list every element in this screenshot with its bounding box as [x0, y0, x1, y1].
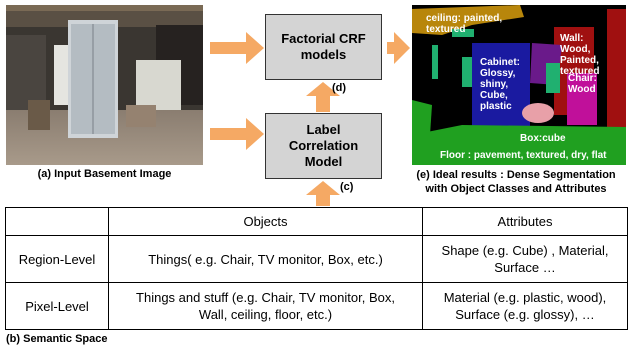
cabinet-region: [472, 43, 530, 139]
wall-region-right: [607, 9, 626, 129]
table-row-region-level: Region-Level Things( e.g. Chair, TV moni…: [5, 235, 628, 283]
floor-label: Floor : pavement, textured, dry, flat: [440, 150, 607, 161]
lcm-label: Label Correlation Model: [288, 122, 359, 169]
arrow-crf-to-result: [387, 32, 410, 64]
label-correlation-model-box: Label Correlation Model: [265, 113, 382, 179]
wall-label: Wall: Wood, Painted, textured: [560, 33, 600, 77]
region-level-objects: Things( e.g. Chair, TV monitor, Box, etc…: [108, 235, 423, 283]
floor-left: [412, 100, 432, 139]
semantic-space-table: Objects Attributes Region-Level Things( …: [5, 207, 628, 330]
factorial-crf-models-box: Factorial CRF models: [265, 14, 382, 80]
semantic-space-caption: (b) Semantic Space: [6, 333, 108, 345]
chair-region: [567, 73, 597, 125]
pixel-level-attributes: Material (e.g. plastic, wood), Surface (…: [422, 282, 628, 330]
pixel-level-label: Pixel-Level: [5, 282, 109, 330]
arrow-lcm-to-crf: [306, 82, 340, 112]
photo-caption: (a) Input Basement Image: [37, 168, 172, 180]
header-empty: [5, 207, 109, 236]
cabinet-label: Cabinet: Glossy, shiny, Cube, plastic: [480, 57, 520, 112]
arrow-photo-to-lcm: [210, 118, 264, 150]
segmentation-caption-line1: (e) Ideal results : Dense Segmentation: [416, 169, 616, 181]
dense-segmentation-result: ceiling: painted, textured Wall: Wood, P…: [412, 5, 626, 165]
arrow-table-to-lcm: [306, 181, 340, 206]
input-basement-image: [6, 5, 203, 165]
flow-arrows: [210, 32, 410, 206]
table-row-pixel-level: Pixel-Level Things and stuff (e.g. Chair…: [5, 282, 628, 330]
lcm-tag: (c): [340, 181, 354, 193]
box-label: Box:cube: [520, 133, 566, 144]
floor-region: [412, 125, 626, 165]
segmentation-caption-line2: with Object Classes and Attributes: [425, 183, 607, 195]
arrow-photo-to-crf: [210, 32, 264, 64]
header-objects: Objects: [108, 207, 423, 236]
box-region: [522, 103, 554, 123]
crf-label: Factorial CRF models: [281, 31, 366, 62]
ceiling-label: ceiling: painted, textured: [426, 13, 503, 35]
ceiling-region: [412, 5, 524, 35]
green-part-1: [452, 29, 474, 37]
green-part-4: [432, 45, 438, 79]
green-part-2: [462, 57, 472, 87]
table-header-row: Objects Attributes: [5, 207, 628, 236]
header-attributes: Attributes: [422, 207, 628, 236]
segmentation-caption: (e) Ideal results : Dense Segmentation w…: [400, 168, 632, 196]
region-level-label: Region-Level: [5, 235, 109, 283]
chair-label: Chair: Wood: [568, 73, 597, 95]
green-part-3: [546, 63, 560, 93]
crf-tag: (d): [332, 82, 347, 94]
pixel-level-objects: Things and stuff (e.g. Chair, TV monitor…: [108, 282, 423, 330]
region-level-attributes: Shape (e.g. Cube) , Material, Surface …: [422, 235, 628, 283]
